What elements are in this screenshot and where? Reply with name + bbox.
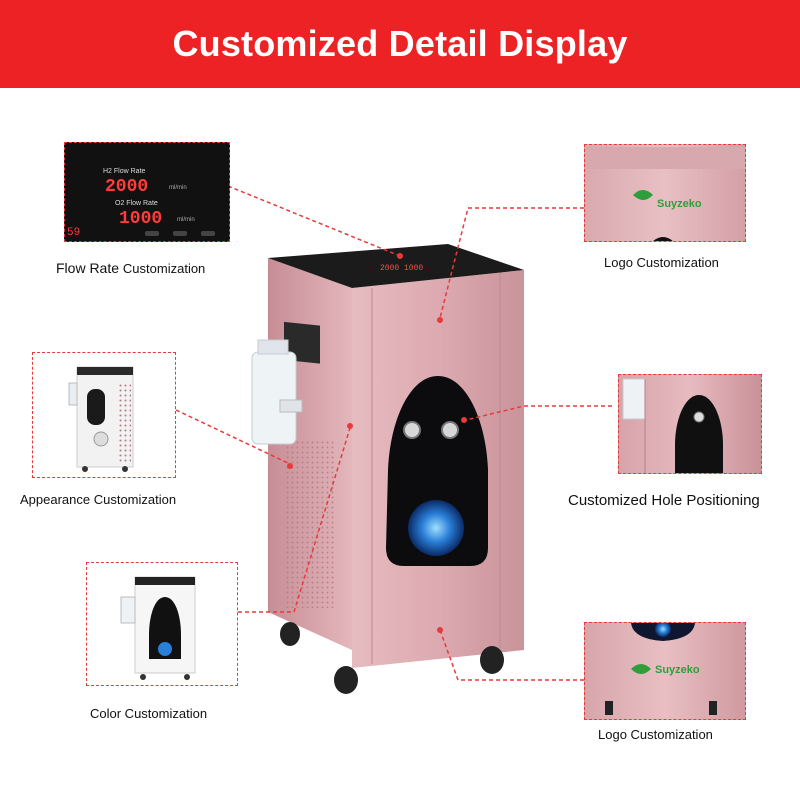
hours-value: 59 (67, 227, 80, 239)
h2-unit: ml/min (169, 185, 187, 191)
logo-bottom-thumbnail: Suyzeko (584, 622, 746, 720)
o2-flow-label: O2 Flow Rate (115, 200, 158, 207)
o2-flow-value: 1000 (119, 209, 162, 229)
page-title: Customized Detail Display (172, 23, 628, 64)
flow-rate-caption-word2: Customization (122, 261, 206, 276)
h2-flow-label: H2 Flow Rate (103, 168, 146, 175)
appearance-caption: Appearance Customization (20, 492, 177, 507)
logo-top-caption: Logo Customization (604, 255, 719, 270)
flow-rate-caption-word1: Flow Rate (56, 260, 120, 276)
brand-logo-text: Suyzeko (655, 664, 700, 676)
svg-text:2000 1000: 2000 1000 (380, 264, 423, 273)
o2-unit: ml/min (177, 217, 195, 223)
h2-flow-value: 2000 (105, 177, 148, 197)
logo-bottom-caption: Logo Customization (598, 727, 713, 742)
logo-leaf-icon (633, 190, 653, 200)
header-banner: Customized Detail Display (0, 0, 800, 88)
flow-rate-thumbnail: H2 Flow Rate 2000 ml/min O2 Flow Rate 10… (64, 142, 230, 242)
flow-rate-caption: Flow Rate Customization (56, 260, 205, 276)
hole-caption: Customized Hole Positioning (568, 492, 760, 509)
logo-top-thumbnail: Suyzeko (584, 144, 746, 242)
color-thumbnail (86, 562, 238, 686)
color-caption: Color Customization (90, 706, 208, 721)
hole-position-thumbnail (618, 374, 762, 474)
brand-logo-text: Suyzeko (657, 198, 702, 210)
logo-leaf-icon (631, 664, 651, 674)
appearance-thumbnail (32, 352, 176, 478)
